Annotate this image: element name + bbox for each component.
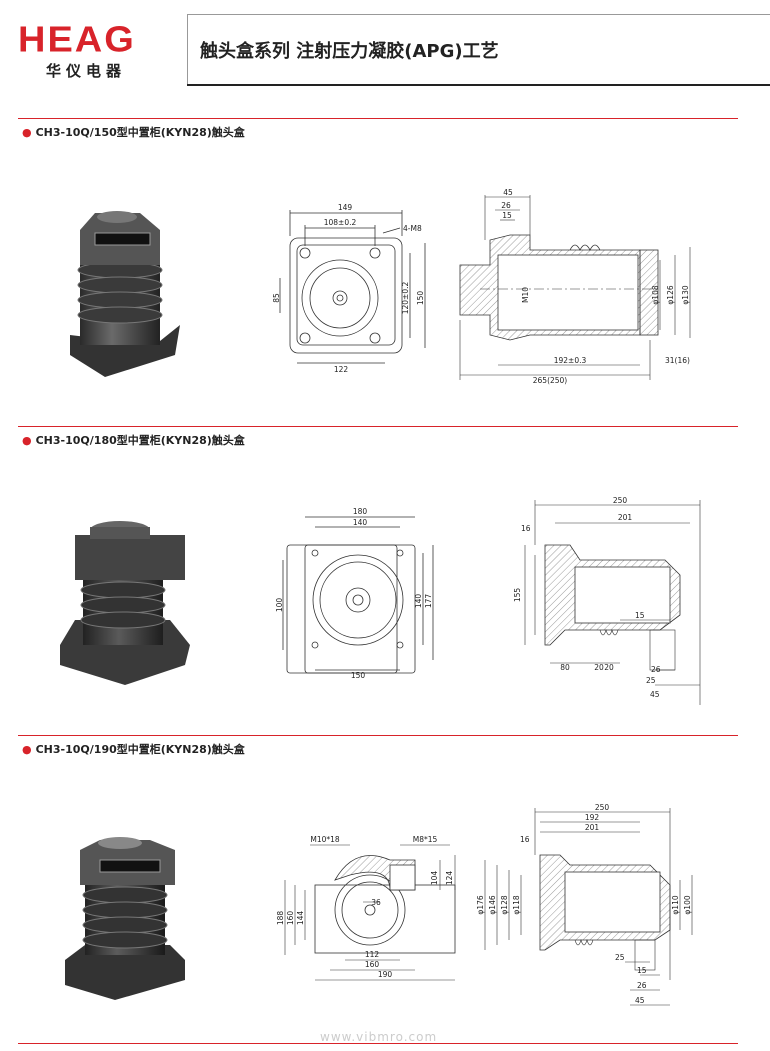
dim-label: M8*15 bbox=[413, 835, 438, 844]
side-section-drawing: 250 201 16 155 15 80 20 20 26 25 45 bbox=[513, 496, 701, 705]
dim-label: 16 bbox=[520, 835, 530, 844]
dim-label: 180 bbox=[353, 507, 368, 516]
dim-label: 4-M8 bbox=[403, 224, 422, 233]
dim-label: 20 bbox=[604, 663, 614, 672]
dim-label: φ110 bbox=[671, 895, 680, 914]
dim-label: φ118 bbox=[512, 895, 521, 914]
dim-label: 140 bbox=[353, 518, 368, 527]
dim-label: 20 bbox=[594, 663, 604, 672]
section-divider bbox=[18, 118, 738, 119]
logo-chinese-name: 华仪电器 bbox=[46, 62, 127, 80]
dim-label: 150 bbox=[351, 671, 366, 680]
dim-label: φ146 bbox=[488, 895, 497, 914]
section-title: ●CH3-10Q/150型中置柜(KYN28)触头盒 bbox=[22, 126, 245, 139]
dim-label: 250 bbox=[613, 496, 628, 505]
dim-label: 265(250) bbox=[533, 376, 568, 385]
product-photo bbox=[65, 837, 185, 1000]
section-divider bbox=[18, 735, 738, 736]
dim-label: 250 bbox=[595, 803, 610, 812]
front-view-drawing: 149 108±0.2 4-M8 85 120±0.2 150 122 bbox=[272, 203, 426, 374]
dim-label: 112 bbox=[365, 950, 380, 959]
dim-label: 124 bbox=[445, 871, 454, 886]
dim-label: φ100 bbox=[683, 895, 692, 914]
dim-label: 16 bbox=[521, 524, 531, 533]
dim-label: φ126 bbox=[666, 285, 675, 304]
dim-label: 192 bbox=[585, 813, 600, 822]
dim-label: 100 bbox=[275, 598, 284, 613]
header-top-rule bbox=[187, 14, 770, 15]
dim-label: 45 bbox=[635, 996, 645, 1005]
section-divider bbox=[18, 426, 738, 427]
dim-label: 104 bbox=[430, 871, 439, 886]
product-photo bbox=[70, 211, 180, 377]
dim-label: 80 bbox=[560, 663, 570, 672]
dim-label: 160 bbox=[365, 960, 380, 969]
dim-label: 26 bbox=[501, 201, 511, 210]
dim-label: 15 bbox=[635, 611, 645, 620]
dim-label: 25 bbox=[646, 676, 656, 685]
section-title: ●CH3-10Q/190型中置柜(KYN28)触头盒 bbox=[22, 743, 245, 756]
product-photo bbox=[60, 521, 190, 685]
dim-label: 26 bbox=[637, 981, 647, 990]
dim-label: 120±0.2 bbox=[401, 282, 410, 315]
dim-label: 177 bbox=[424, 594, 433, 609]
dim-label: 85 bbox=[272, 293, 281, 303]
side-section-drawing: 250 192 201 16 φ176 φ146 φ128 φ118 φ110 … bbox=[476, 803, 693, 1006]
page-title: 触头盒系列 注射压力凝胶(APG)工艺 bbox=[200, 41, 499, 62]
dim-label: 190 bbox=[378, 970, 393, 979]
logo-mark: HEAG bbox=[18, 20, 136, 60]
dim-label: φ130 bbox=[681, 285, 690, 304]
dim-label: 25 bbox=[615, 953, 625, 962]
dim-label: φ108 bbox=[651, 285, 660, 304]
footer-divider bbox=[18, 1043, 738, 1044]
brand-logo: HEAG 华仪电器 bbox=[18, 22, 168, 81]
dim-label: 150 bbox=[416, 291, 425, 306]
dim-label: 140 bbox=[414, 594, 423, 609]
dim-label: 108±0.2 bbox=[324, 218, 357, 227]
dim-label: 15 bbox=[502, 211, 512, 220]
dim-label: M10 bbox=[521, 287, 530, 303]
header-divider bbox=[187, 14, 188, 84]
dim-label: M10*18 bbox=[310, 835, 340, 844]
dim-label: 15 bbox=[637, 966, 647, 975]
dim-label: φ176 bbox=[476, 895, 485, 914]
dim-label: 160 bbox=[286, 911, 295, 926]
dim-label: 201 bbox=[618, 513, 633, 522]
dim-label: 149 bbox=[338, 203, 353, 212]
dim-label: 45 bbox=[650, 690, 660, 699]
dim-label: φ128 bbox=[500, 895, 509, 914]
header-bottom-rule bbox=[187, 84, 770, 86]
dim-label: 31(16) bbox=[665, 356, 690, 365]
dim-label: 45 bbox=[503, 188, 513, 197]
dim-label: 36 bbox=[371, 898, 381, 907]
front-view-drawing: 180 140 100 140 177 150 bbox=[275, 507, 434, 680]
dim-label: 188 bbox=[276, 911, 285, 926]
watermark: www.vibmro.com bbox=[320, 1030, 438, 1044]
dim-label: 144 bbox=[296, 911, 305, 926]
dim-label: 155 bbox=[513, 588, 522, 603]
dim-label: 201 bbox=[585, 823, 600, 832]
dim-label: 122 bbox=[334, 365, 349, 374]
dim-label: 192±0.3 bbox=[554, 356, 587, 365]
front-view-drawing: M10*18 M8*15 104 124 188 160 144 36 112 … bbox=[276, 835, 456, 981]
section-title: ●CH3-10Q/180型中置柜(KYN28)触头盒 bbox=[22, 434, 245, 447]
dim-label: 26 bbox=[651, 665, 661, 674]
side-section-drawing: 45 26 15 M10 φ108 φ126 φ130 192±0.3 31(1… bbox=[459, 188, 691, 385]
